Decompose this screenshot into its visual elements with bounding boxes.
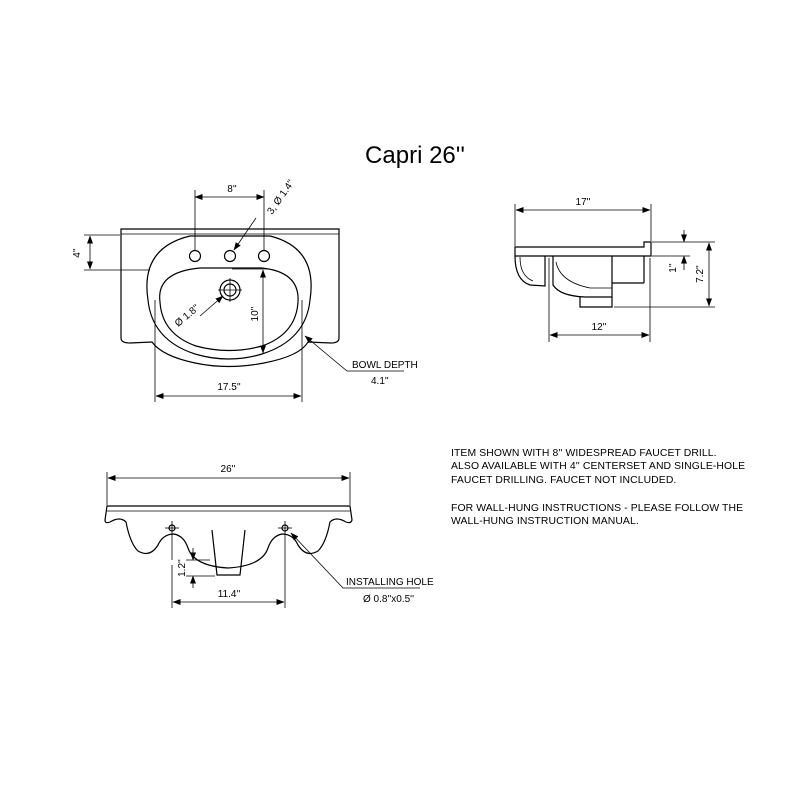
installing-hole-label: INSTALLING HOLE <box>346 577 434 588</box>
side-view: 17'' 1'' 7.2'' 12'' <box>514 197 715 342</box>
front-view-outline <box>104 505 353 569</box>
top-view-outline <box>120 228 340 368</box>
faucet-hole-center <box>223 249 237 263</box>
dim-overall-depth: 17'' <box>576 197 591 208</box>
dim-faucet-spacing: 8'' <box>227 184 236 195</box>
leader-installing-hole <box>290 532 420 589</box>
side-view-front-rim <box>514 255 546 287</box>
dim-hole-spacing: 11.4'' <box>218 589 241 600</box>
dim-deck-thickness: 1'' <box>668 263 679 272</box>
side-view-front-rim-inner <box>519 256 534 282</box>
dim-hole-height: 1.2'' <box>177 559 188 577</box>
dim-overall-height: 7.2'' <box>695 265 706 283</box>
side-view-deck <box>514 241 652 257</box>
top-view-basin-rim <box>146 235 312 360</box>
front-view: 26'' 1.2'' 11.4'' INSTALLING HOLE Ø 0.8'… <box>104 464 434 608</box>
dim-bowl-length: 10'' <box>250 306 261 321</box>
dim-overall-width: 26'' <box>221 464 236 475</box>
leader-drain <box>199 295 224 317</box>
dim-faucet-holes: 3, Ø 1.4'' <box>265 178 297 217</box>
note-line: ITEM SHOWN WITH 8'' WIDESPREAD FAUCET DR… <box>451 448 717 459</box>
note-line: FOR WALL-HUNG INSTRUCTIONS - PLEASE FOLL… <box>451 503 744 514</box>
notes-block-faucet: ITEM SHOWN WITH 8'' WIDESPREAD FAUCET DR… <box>451 447 791 487</box>
note-line: ALSO AVAILABLE WITH 4'' CENTERSET AND SI… <box>451 461 746 473</box>
faucet-hole-right <box>257 249 271 263</box>
dim-bowl-depth: 12'' <box>592 322 607 333</box>
dim-drain: Ø 1.8'' <box>173 303 202 330</box>
side-view-drain <box>579 297 613 308</box>
side-view-bowl <box>544 256 613 298</box>
leader-bowl-depth <box>304 335 404 372</box>
dim-bowl-width: 17.5'' <box>217 382 240 393</box>
leader-faucet-holes <box>233 217 257 251</box>
note-line: FAUCET DRILLING. FAUCET NOT INCLUDED. <box>451 474 677 486</box>
front-view-drain <box>211 529 246 576</box>
faucet-hole-left <box>188 249 202 263</box>
top-view-bowl <box>159 267 299 352</box>
installing-holes <box>165 521 292 535</box>
notes-block-wall-hung: FOR WALL-HUNG INSTRUCTIONS - PLEASE FOLL… <box>451 502 791 529</box>
installing-hole-size: Ø 0.8''x0.5'' <box>363 594 414 605</box>
bowl-depth-value: 4.1'' <box>371 376 389 387</box>
faucet-holes <box>188 249 271 263</box>
top-view: 8'' 3, Ø 1.4'' 4'' Ø 1.8'' 10'' 17.5'' B… <box>72 178 418 402</box>
bowl-depth-label: BOWL DEPTH <box>352 360 418 371</box>
side-view-bowl-inner <box>555 261 612 289</box>
drawing-title: Capri 26'' <box>365 142 465 169</box>
dim-front-depth: 4'' <box>72 248 83 257</box>
note-line: WALL-HUNG INSTRUCTION MANUAL. <box>451 516 639 528</box>
